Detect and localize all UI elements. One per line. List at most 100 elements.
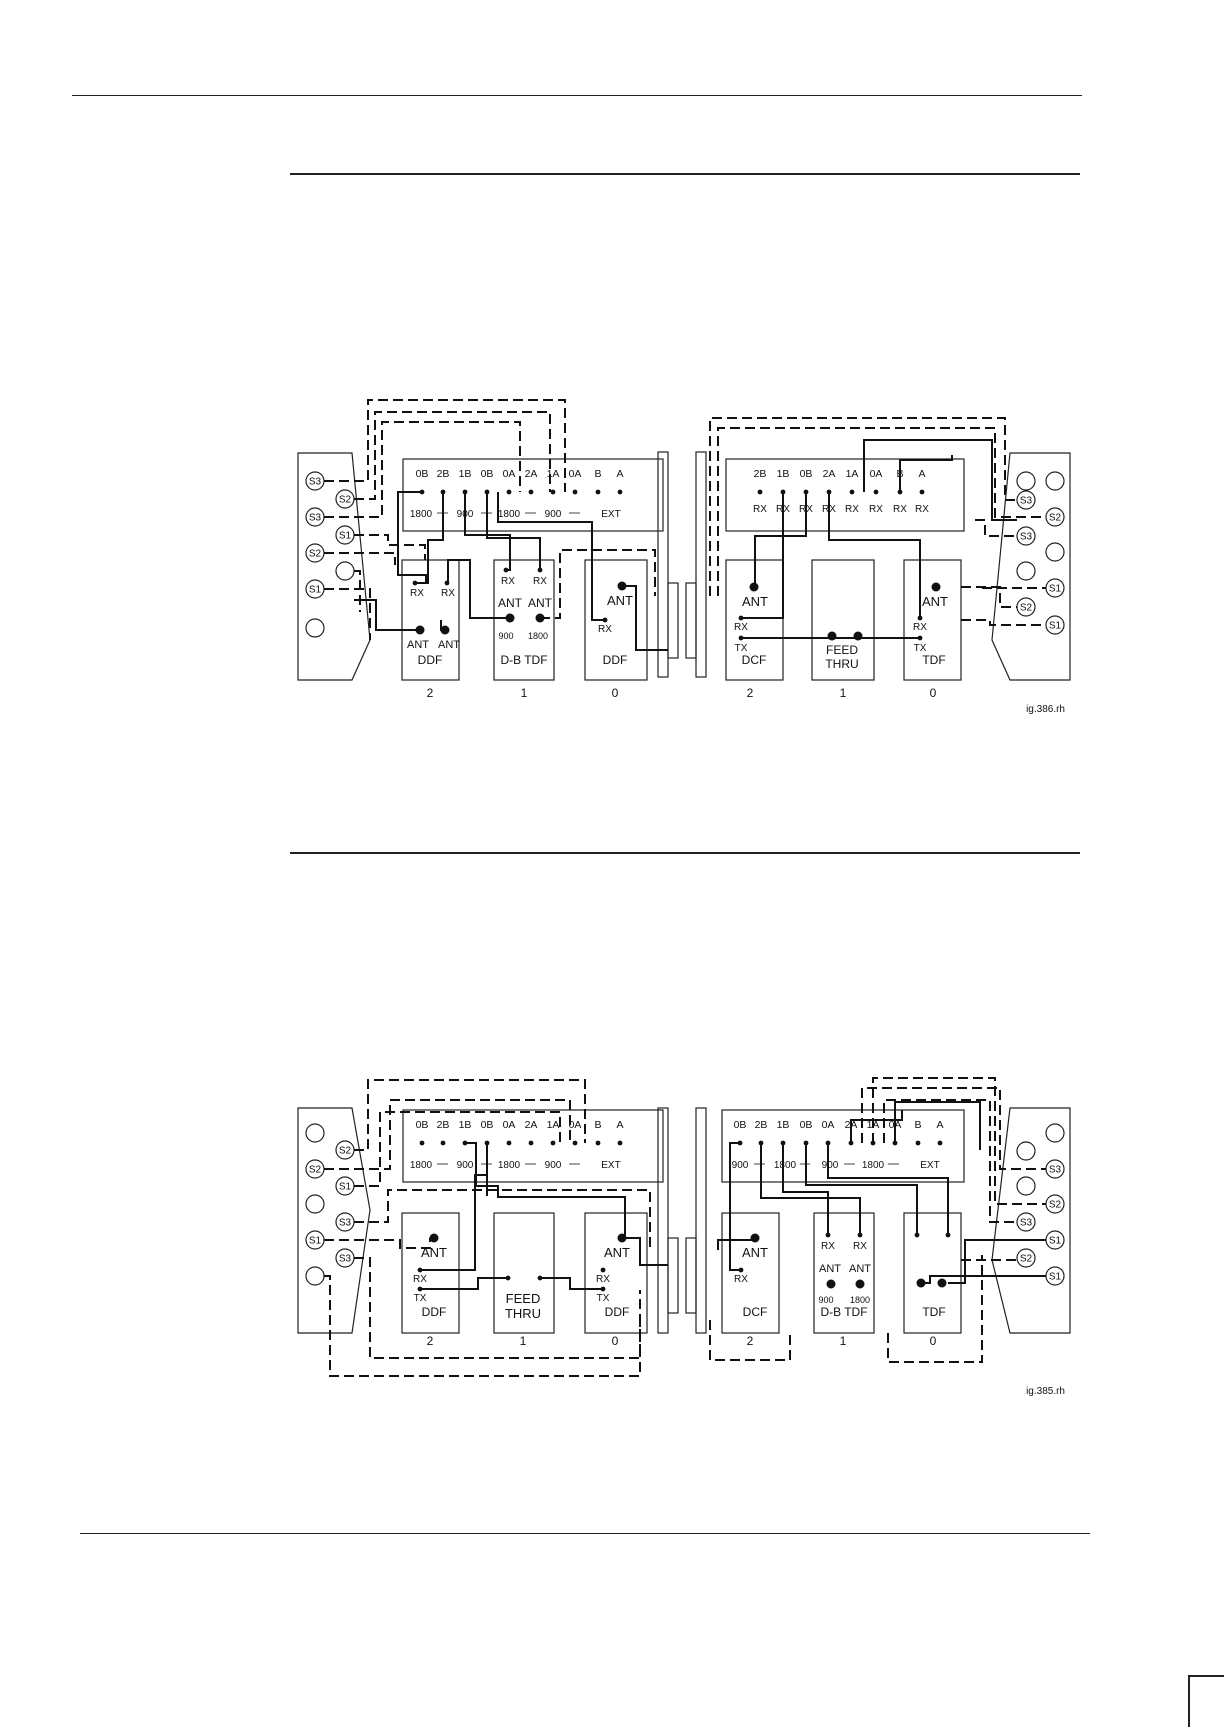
port-dot [429, 1233, 439, 1243]
slot-number: 2 [427, 686, 434, 700]
cable-solid [717, 1239, 755, 1250]
cable-dashed [717, 427, 1046, 596]
cable-dashed [324, 399, 566, 492]
module-dcf-2 [721, 1212, 780, 1334]
sector-label: S3 [309, 477, 322, 488]
port-label: RX [533, 576, 547, 587]
cable-solid [420, 1174, 487, 1271]
rack-rail [657, 1107, 669, 1334]
module-tdf-0 [903, 1212, 962, 1334]
cable-dashed [354, 1079, 586, 1151]
band-label: 900 [545, 509, 562, 520]
rack-rail [695, 451, 707, 678]
rack-rail [685, 582, 697, 659]
port-label: RX [853, 1241, 867, 1252]
cable-dashed [709, 1320, 791, 1361]
band-label: 900 [457, 1160, 474, 1171]
right-header-box [721, 1109, 965, 1183]
port-dot [827, 631, 837, 641]
rack-rail [667, 1237, 679, 1314]
band-label: 1800 [774, 1160, 797, 1171]
cable-solid [420, 1277, 508, 1290]
slot-number: 2 [747, 1334, 754, 1348]
slot-number: 0 [612, 686, 619, 700]
cable-solid [754, 492, 807, 587]
module-ddf-2 [401, 1212, 460, 1334]
antenna-port [305, 1123, 325, 1143]
sector-connector [1016, 1248, 1036, 1268]
module-name: FEED [826, 643, 858, 657]
port-dot [937, 1278, 947, 1288]
sector-label: S3 [339, 1218, 352, 1229]
section-rule-2 [290, 852, 1080, 854]
port-label: ANT [604, 1245, 630, 1260]
port-label: 0A [822, 1119, 835, 1131]
slot-number: 2 [427, 1334, 434, 1348]
cable-dashed [354, 1189, 651, 1248]
rack-rail [667, 582, 679, 659]
port-dot [617, 489, 623, 495]
rx-label: RX [753, 504, 767, 515]
sector-connector [1045, 615, 1065, 635]
port-label: ANT [528, 596, 553, 610]
sector-label: S2 [1020, 603, 1033, 614]
port-label: 2B [754, 468, 767, 480]
antenna-port [1045, 1123, 1065, 1143]
cable-solid [415, 492, 444, 584]
slot-number: 1 [840, 1334, 847, 1348]
slot-number: 0 [930, 1334, 937, 1348]
port-label: 2A [525, 468, 538, 480]
cable-solid [540, 1277, 603, 1290]
cable-solid [486, 492, 541, 570]
port-label: RX [441, 588, 455, 599]
port-dot [440, 1140, 446, 1146]
antenna-port [1016, 471, 1036, 491]
port-label: 0A [870, 468, 883, 480]
sector-panel-left [297, 452, 371, 681]
port-dot [572, 489, 578, 495]
sector-label: S2 [1020, 1254, 1033, 1265]
cable-solid [827, 1143, 949, 1235]
page-top-rule [72, 95, 1082, 96]
port-label: 0B [481, 468, 494, 480]
module-feedthru-1 [811, 559, 875, 681]
port-label: 1A [547, 468, 560, 480]
cable-dashed [883, 1099, 1017, 1223]
slot-number: 1 [520, 1334, 527, 1348]
port-label: 2B [755, 1119, 768, 1131]
cable-solid [622, 1237, 668, 1266]
port-dot [915, 1140, 921, 1146]
cable-dashed [887, 1255, 983, 1363]
port-label: TX [414, 1293, 427, 1304]
module-name: D-B TDF [500, 653, 547, 667]
port-label: TX [597, 1293, 610, 1304]
sector-label: S2 [309, 1165, 322, 1176]
sector-label: S3 [1020, 496, 1033, 507]
cable-solid [497, 492, 605, 621]
rx-label: RX [893, 504, 907, 515]
port-label: 0A [503, 468, 516, 480]
module-name: DCF [743, 1305, 768, 1319]
port-label: A [936, 1119, 943, 1131]
page-bottom-rule [80, 1533, 1090, 1534]
port-label: 2A [823, 468, 836, 480]
sector-label: S1 [339, 531, 352, 542]
port-label: 2A [525, 1119, 538, 1131]
port-label: RX [821, 1241, 835, 1252]
sector-connector [1016, 526, 1036, 546]
port-dot [617, 1140, 623, 1146]
right-header-box [725, 458, 965, 532]
sector-panel-right [991, 452, 1071, 681]
port-dot [595, 489, 601, 495]
module-name: DDF [418, 653, 443, 667]
port-label: ANT [438, 639, 460, 651]
port-dot [419, 1140, 425, 1146]
module-name: TDF [922, 653, 945, 667]
cable-solid [447, 559, 510, 619]
port-label: ANT [922, 594, 948, 609]
port-label: A [918, 468, 925, 480]
cable-dashed [324, 1238, 431, 1249]
slot-number: 0 [930, 686, 937, 700]
cable-solid [948, 1239, 1046, 1284]
